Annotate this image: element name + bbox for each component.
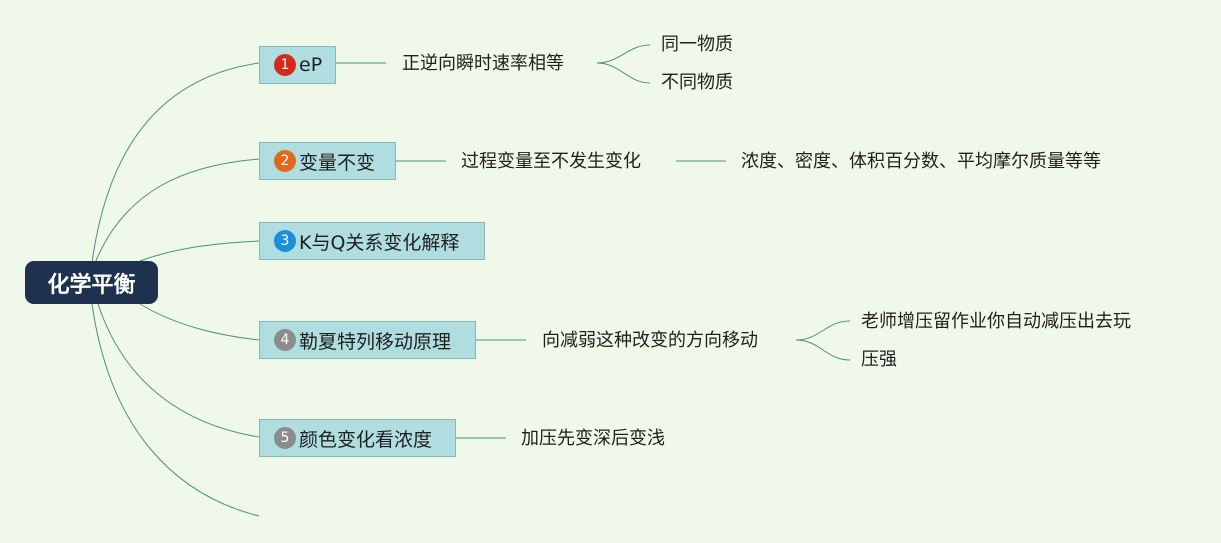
number-badge-5: 5 [274, 427, 296, 449]
root-branch-4-connector [139, 303, 260, 341]
branch-4-label: 勒夏特列移动原理 [299, 330, 452, 353]
branch-1-topic[interactable]: 1 eP [259, 46, 336, 84]
branch-3-topic[interactable]: 3 K与Q关系变化解释 [259, 222, 485, 260]
branch-1-label: eP [299, 54, 323, 76]
branch-3-label: K与Q关系变化解释 [299, 231, 460, 254]
number-badge-1: 1 [274, 54, 296, 76]
branch-4-leaf-1-connector [795, 320, 851, 341]
branch-4-leaf-2-connector [795, 339, 851, 361]
number-badge-4: 4 [274, 329, 296, 351]
branch-4-leaf-1-label[interactable]: 老师增压留作业你自动减压出去玩 [861, 311, 1131, 332]
branch-4-topic[interactable]: 4 勒夏特列移动原理 [259, 321, 476, 359]
branch-4-leaf-2-label[interactable]: 压强 [861, 349, 897, 370]
branch-2-child-label[interactable]: 过程变量至不发生变化 [461, 151, 641, 172]
root-topic[interactable]: 化学平衡 [25, 261, 158, 304]
branch-5-child-label[interactable]: 加压先变深后变浅 [521, 428, 665, 449]
root-branch-1-connector [91, 62, 260, 264]
branch-2-topic[interactable]: 2 变量不变 [259, 142, 396, 180]
branch-2-label: 变量不变 [299, 151, 376, 174]
number-badge-2: 2 [274, 150, 296, 172]
root-branch-2-connector [94, 158, 260, 264]
root-branch-5-connector [97, 303, 260, 438]
branch-4-child-label[interactable]: 向减弱这种改变的方向移动 [542, 330, 758, 351]
root-branch-3-connector [139, 240, 260, 262]
branch-1-leaf-2-connector [596, 62, 651, 84]
number-badge-3: 3 [274, 230, 296, 252]
branch-1-leaf-1-connector [596, 44, 651, 64]
branch-5-label: 颜色变化看浓度 [299, 428, 433, 451]
branch-1-leaf-2-label[interactable]: 不同物质 [661, 72, 733, 93]
branch-5-topic[interactable]: 5 颜色变化看浓度 [259, 419, 456, 457]
root-empty-connector [91, 303, 260, 517]
branch-1-leaf-1-label[interactable]: 同一物质 [661, 34, 733, 55]
branch-2-leaf-1-label[interactable]: 浓度、密度、体积百分数、平均摩尔质量等等 [741, 151, 1101, 172]
branch-1-child-label[interactable]: 正逆向瞬时速率相等 [402, 53, 564, 74]
